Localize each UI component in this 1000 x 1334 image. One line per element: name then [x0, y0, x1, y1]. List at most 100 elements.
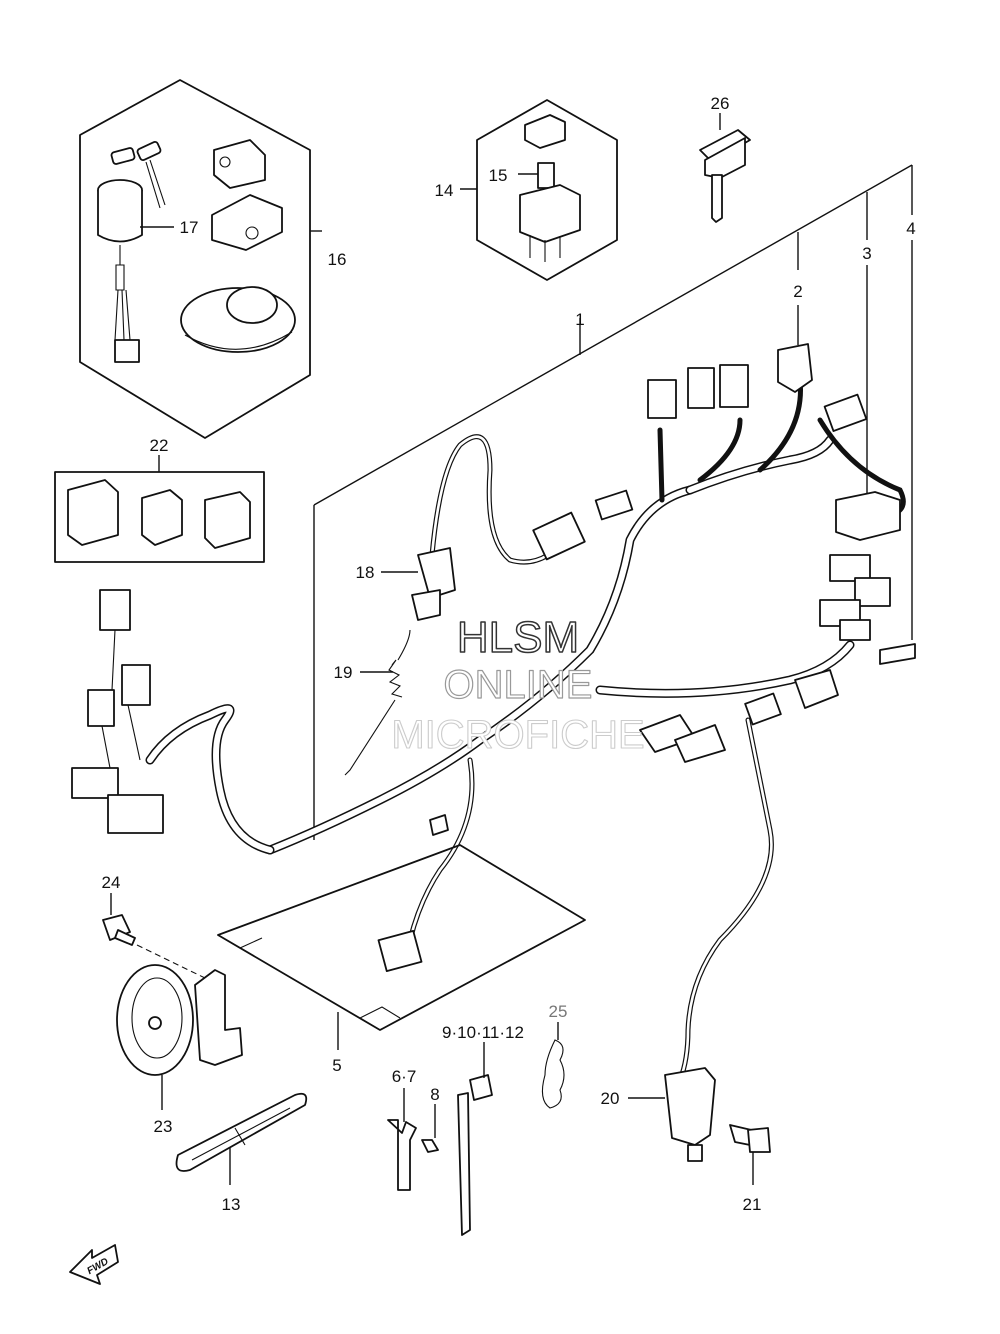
band-13-group — [175, 1092, 308, 1185]
connector-cap-c — [204, 491, 251, 549]
fwd-arrow-shape — [69, 1244, 119, 1285]
tie-strap — [457, 1092, 471, 1236]
plate-5 — [217, 844, 586, 1031]
main-wiring-harness — [71, 343, 916, 973]
connector-left-e — [107, 794, 164, 834]
clip-25 — [541, 1039, 565, 1109]
callout-6-7: 6·7 — [392, 1067, 417, 1086]
callout-23: 23 — [154, 1117, 173, 1136]
sensor-20-tip — [687, 1144, 703, 1162]
ignition-cover-rim — [184, 331, 293, 350]
callout-13: 13 — [222, 1195, 241, 1214]
screw-8 — [421, 1139, 439, 1153]
ignition-cover-cap — [226, 286, 278, 324]
sensor-20-group — [628, 717, 774, 1185]
connector-cluster-a — [829, 554, 871, 582]
band-13-slot — [191, 1107, 291, 1161]
key-26-group — [699, 113, 751, 223]
connector-3-block — [835, 491, 901, 541]
connector-cap-b — [141, 489, 183, 546]
key-blade — [145, 159, 166, 209]
spring-19 — [388, 659, 403, 698]
connector-left-b — [121, 664, 151, 706]
connector-right-upper — [823, 393, 868, 432]
callout-25: 25 — [549, 1002, 568, 1021]
connector-cap-a — [67, 479, 119, 546]
watermark: HLSM ONLINE MICROFICHE — [391, 612, 645, 757]
callout-24: 24 — [102, 873, 121, 892]
tie-strap-head — [469, 1074, 493, 1101]
harness-left-loop — [145, 704, 275, 855]
callout-9-12: 9·10·11·12 — [442, 1023, 524, 1042]
brake-switch-connector — [532, 511, 586, 561]
key-26-grip — [704, 137, 746, 179]
horn-group — [102, 893, 243, 1110]
brake-switch-group — [344, 434, 586, 776]
ignition-switch-kit-group — [79, 79, 322, 439]
callout-14: 14 — [435, 181, 454, 200]
watermark-line2: ONLINE — [444, 663, 593, 707]
cap-upper — [213, 139, 266, 189]
ignition-switch-body — [97, 190, 143, 243]
ignition-wire-upper — [115, 245, 125, 291]
spring-19-hooks — [344, 629, 411, 776]
callout-15: 15 — [489, 166, 508, 185]
watermark-line1: HLSM — [457, 613, 579, 662]
connector-left-d — [71, 767, 119, 799]
connector-cap-set-group — [54, 455, 265, 563]
key-head-b — [136, 141, 162, 161]
band-13 — [175, 1092, 308, 1172]
sensor-20-body — [664, 1067, 716, 1146]
brake-switch-body — [417, 547, 456, 599]
connector-top-b — [687, 367, 715, 409]
wire-to-conn-2 — [757, 377, 803, 473]
cap-upper-hole — [219, 156, 231, 168]
callout-16: 16 — [328, 250, 347, 269]
callout-4: 4 — [906, 219, 915, 238]
callout-20: 20 — [601, 1089, 620, 1108]
bolt-24-axis — [136, 944, 206, 979]
connector-top-a — [647, 379, 677, 419]
key-26-blade — [711, 174, 723, 223]
callout-21: 21 — [743, 1195, 762, 1214]
horn-ring — [131, 977, 183, 1059]
bolt-21-head — [747, 1127, 771, 1153]
connector-lower-b — [674, 724, 726, 763]
callout-2: 2 — [793, 282, 802, 301]
clamp-6-7 — [387, 1119, 417, 1191]
callout-18: 18 — [356, 563, 375, 582]
relay-body — [519, 184, 581, 243]
ignition-wires — [114, 289, 131, 341]
wire-to-conn-b — [697, 417, 743, 483]
connector-top-c — [719, 364, 749, 408]
connector-cluster-d — [839, 619, 871, 641]
relay-pins — [529, 235, 561, 262]
callout-3: 3 — [862, 244, 871, 263]
bolt-24-shank — [114, 929, 136, 946]
key-head-a — [110, 147, 136, 165]
horn-bracket — [194, 969, 243, 1066]
cap-middle-hole — [245, 226, 259, 240]
connector-left-c — [87, 689, 115, 727]
callout-labels: 1 2 3 4 5 6·7 8 9·10·11·12 13 14 15 16 1… — [102, 94, 916, 1214]
horn-center — [148, 1016, 162, 1030]
cap-middle — [211, 194, 283, 251]
fuse-15 — [537, 162, 555, 189]
connector-bottom — [377, 929, 423, 973]
watermark-line3: MICROFICHE — [391, 713, 644, 757]
relay-kit-group — [460, 99, 618, 281]
callout-17: 17 — [180, 218, 199, 237]
left-cluster-wires — [101, 629, 141, 769]
callout-8: 8 — [430, 1085, 439, 1104]
connector-20-plug — [744, 692, 782, 726]
brake-switch-nut — [411, 589, 441, 621]
connector-left-a — [99, 589, 131, 631]
clamps-group — [387, 1022, 565, 1236]
connector-mid-small — [594, 489, 634, 521]
callout-19: 19 — [334, 663, 353, 682]
callout-1: 1 — [575, 310, 584, 329]
harness-bracket-lines — [313, 164, 913, 840]
bracket-top-line — [313, 164, 913, 506]
ignition-connector — [114, 339, 140, 363]
connector-2-boot — [777, 343, 813, 393]
